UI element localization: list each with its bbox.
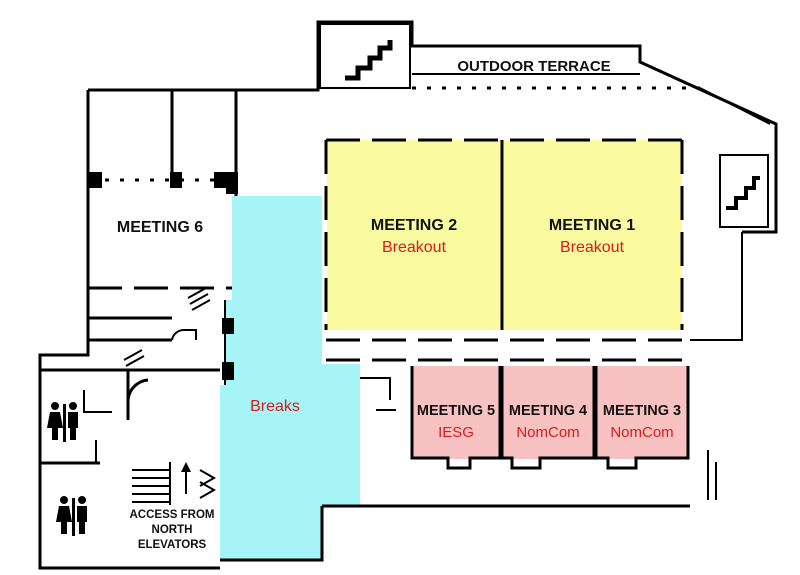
stairs-icon	[319, 23, 411, 89]
outdoor-terrace-label: OUTDOOR TERRACE	[457, 58, 610, 75]
restroom-icon	[47, 402, 78, 442]
meeting-5-use: IESG	[438, 424, 474, 441]
meeting-1-use: Breakout	[560, 239, 625, 256]
meeting-5-room[interactable]	[412, 366, 500, 459]
meeting-1-label: MEETING 1	[549, 217, 635, 234]
west-walls	[40, 90, 238, 464]
access-line-2: NORTH	[152, 524, 193, 536]
meeting-1-room[interactable]	[504, 140, 682, 330]
breaks-area[interactable]	[220, 196, 360, 560]
meeting-4-room[interactable]	[502, 366, 594, 459]
meeting-3-use: NomCom	[610, 424, 673, 441]
restroom-icon	[56, 496, 87, 536]
access-line-3: ELEVATORS	[138, 539, 207, 551]
meeting-4-use: NomCom	[516, 424, 579, 441]
meeting-2-label: MEETING 2	[371, 217, 457, 234]
meeting-4-label: MEETING 4	[509, 403, 587, 419]
building-walls	[38, 20, 778, 570]
stairs-south	[132, 462, 217, 505]
south-walls	[360, 366, 717, 500]
center-walls	[324, 138, 690, 362]
up-arrow-icon	[181, 462, 191, 494]
meeting-6-label: MEETING 6	[117, 219, 203, 236]
access-line-1: ACCESS FROM	[130, 509, 215, 521]
meeting-3-room[interactable]	[596, 366, 688, 459]
stairs-icon	[719, 154, 769, 228]
meeting-3-label: MEETING 3	[603, 403, 681, 419]
meeting-5-label: MEETING 5	[417, 403, 495, 419]
breaks-label: Breaks	[250, 398, 300, 415]
meeting-2-use: Breakout	[382, 239, 447, 256]
meeting-2-room[interactable]	[327, 140, 502, 330]
